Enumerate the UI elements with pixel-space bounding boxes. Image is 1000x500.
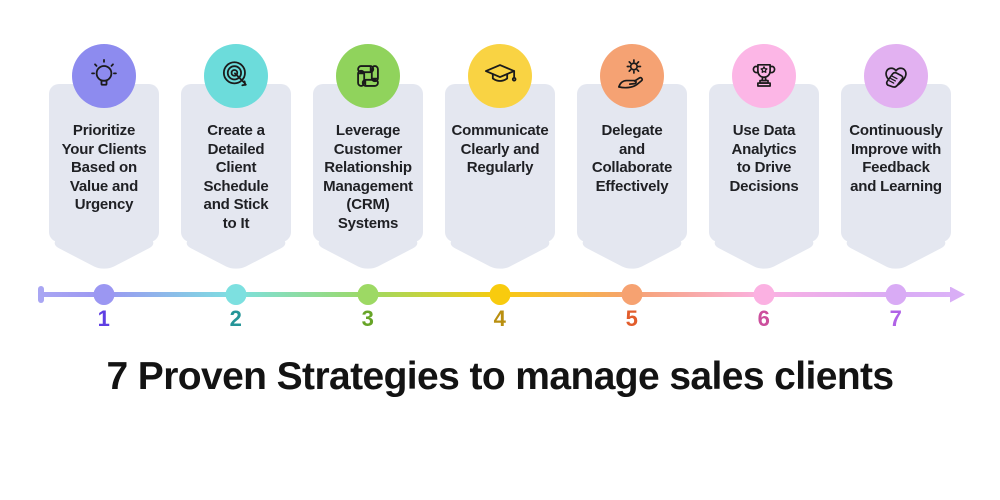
timeline-number-7: 7: [889, 306, 903, 331]
strategy-icon-circle: [864, 44, 928, 108]
timeline-dot-2: [225, 284, 247, 305]
trophy-icon: [752, 63, 776, 87]
timeline-dot-7: [885, 284, 907, 305]
timeline-dot-4: [489, 284, 511, 305]
strategy-label: Communicate Clearly and Regularly: [451, 122, 549, 176]
timeline-number-6: 6: [757, 306, 771, 331]
strategy-label: Use Data Analytics to Drive Decisions: [729, 122, 799, 195]
hand-shape: [885, 71, 904, 88]
timeline: 1 2 3 4 5 6 7: [38, 284, 965, 338]
timeline-number-5: 5: [625, 306, 639, 331]
hand-sun-icon: [618, 59, 643, 89]
target-icon: [222, 61, 247, 87]
strategy-column-5: Delegate and Collaborate Effectively: [566, 44, 698, 242]
lightbulb-icon: [91, 59, 117, 86]
strategy-banner: Communicate Clearly and Regularly: [445, 84, 555, 242]
strategy-banner: Delegate and Collaborate Effectively: [577, 84, 687, 242]
strategy-column-3: Leverage Customer Relationship Managemen…: [302, 44, 434, 242]
timeline-dot-5: [621, 284, 643, 305]
timeline-dot-6: [753, 284, 775, 305]
strategy-icon-circle: [600, 44, 664, 108]
graduation-cap-icon: [484, 64, 517, 82]
strategy-column-2: Create a Detailed Client Schedule and St…: [170, 44, 302, 242]
strategy-column-7: Continuously Improve with Feedback and L…: [830, 44, 962, 242]
teamwork-hands-icon: [357, 65, 379, 87]
strategy-banner: Prioritize Your Clients Based on Value a…: [49, 84, 159, 242]
strategy-banner: Create a Detailed Client Schedule and St…: [181, 84, 291, 242]
strategy-label: Prioritize Your Clients Based on Value a…: [61, 122, 147, 213]
timeline-number-2: 2: [229, 306, 243, 331]
timeline-number-1: 1: [97, 306, 111, 331]
strategy-label: Leverage Customer Relationship Managemen…: [323, 122, 413, 232]
strategy-column-4: Communicate Clearly and Regularly: [434, 44, 566, 242]
strategy-icon-circle: [204, 44, 268, 108]
strategy-label: Continuously Improve with Feedback and L…: [849, 122, 943, 195]
timeline-number-3: 3: [361, 306, 375, 331]
strategy-banner: Continuously Improve with Feedback and L…: [841, 84, 951, 242]
strategy-icon-circle: [732, 44, 796, 108]
infographic-title: 7 Proven Strategies to manage sales clie…: [106, 355, 894, 398]
timeline-arrow-icon: [950, 286, 965, 303]
strategy-icon-circle: [72, 44, 136, 108]
strategy-icon-circle: [468, 44, 532, 108]
hand-heart-icon: [885, 67, 907, 88]
strategy-label: Create a Detailed Client Schedule and St…: [203, 122, 269, 232]
strategy-columns: Prioritize Your Clients Based on Value a…: [38, 44, 962, 242]
timeline-dot-1: [93, 284, 115, 305]
timeline-dot-3: [357, 284, 379, 305]
strategy-column-1: Prioritize Your Clients Based on Value a…: [38, 44, 170, 242]
strategy-icon-circle: [336, 44, 400, 108]
strategy-banner: Leverage Customer Relationship Managemen…: [313, 84, 423, 242]
strategy-column-6: Use Data Analytics to Drive Decisions: [698, 44, 830, 242]
timeline-number-4: 4: [493, 306, 507, 331]
strategy-label: Delegate and Collaborate Effectively: [591, 122, 673, 195]
strategy-banner: Use Data Analytics to Drive Decisions: [709, 84, 819, 242]
